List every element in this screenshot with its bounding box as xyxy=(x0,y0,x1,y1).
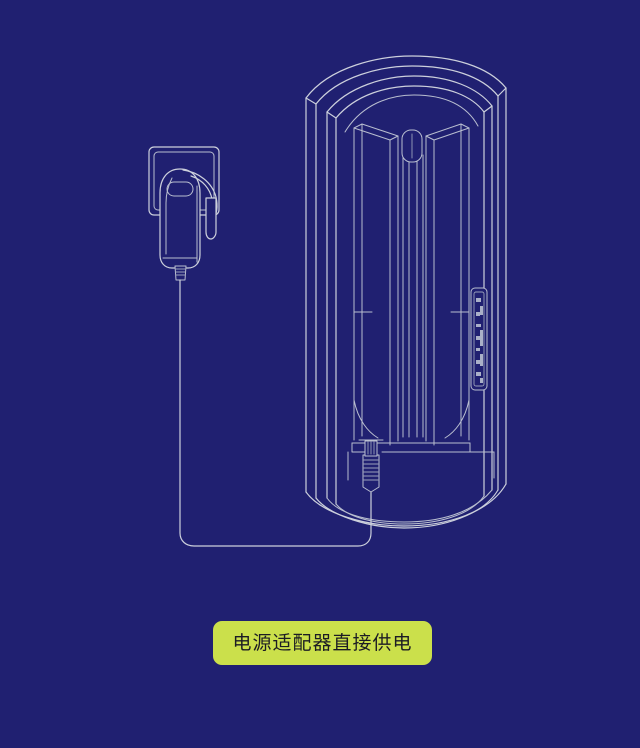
power-cable xyxy=(174,265,372,547)
shower-cabin xyxy=(305,55,507,529)
cabin-inner-arch xyxy=(344,94,479,133)
cabin-lower-flares xyxy=(353,399,470,439)
cabin-interior-panels xyxy=(353,123,470,446)
cabin-outer-shell xyxy=(305,55,507,499)
cable-connector-plug xyxy=(358,439,384,493)
control-panel[interactable] xyxy=(470,287,488,391)
caption-label: 电源适配器直接供电 xyxy=(232,631,413,654)
cabin-base-tray xyxy=(305,442,507,529)
cabin-shelf-marks xyxy=(353,305,470,321)
power-adapter xyxy=(159,168,218,269)
shower-head xyxy=(401,129,423,163)
caption-badge: 电源适配器直接供电 xyxy=(213,621,432,665)
cabin-center-mullions xyxy=(402,154,424,438)
